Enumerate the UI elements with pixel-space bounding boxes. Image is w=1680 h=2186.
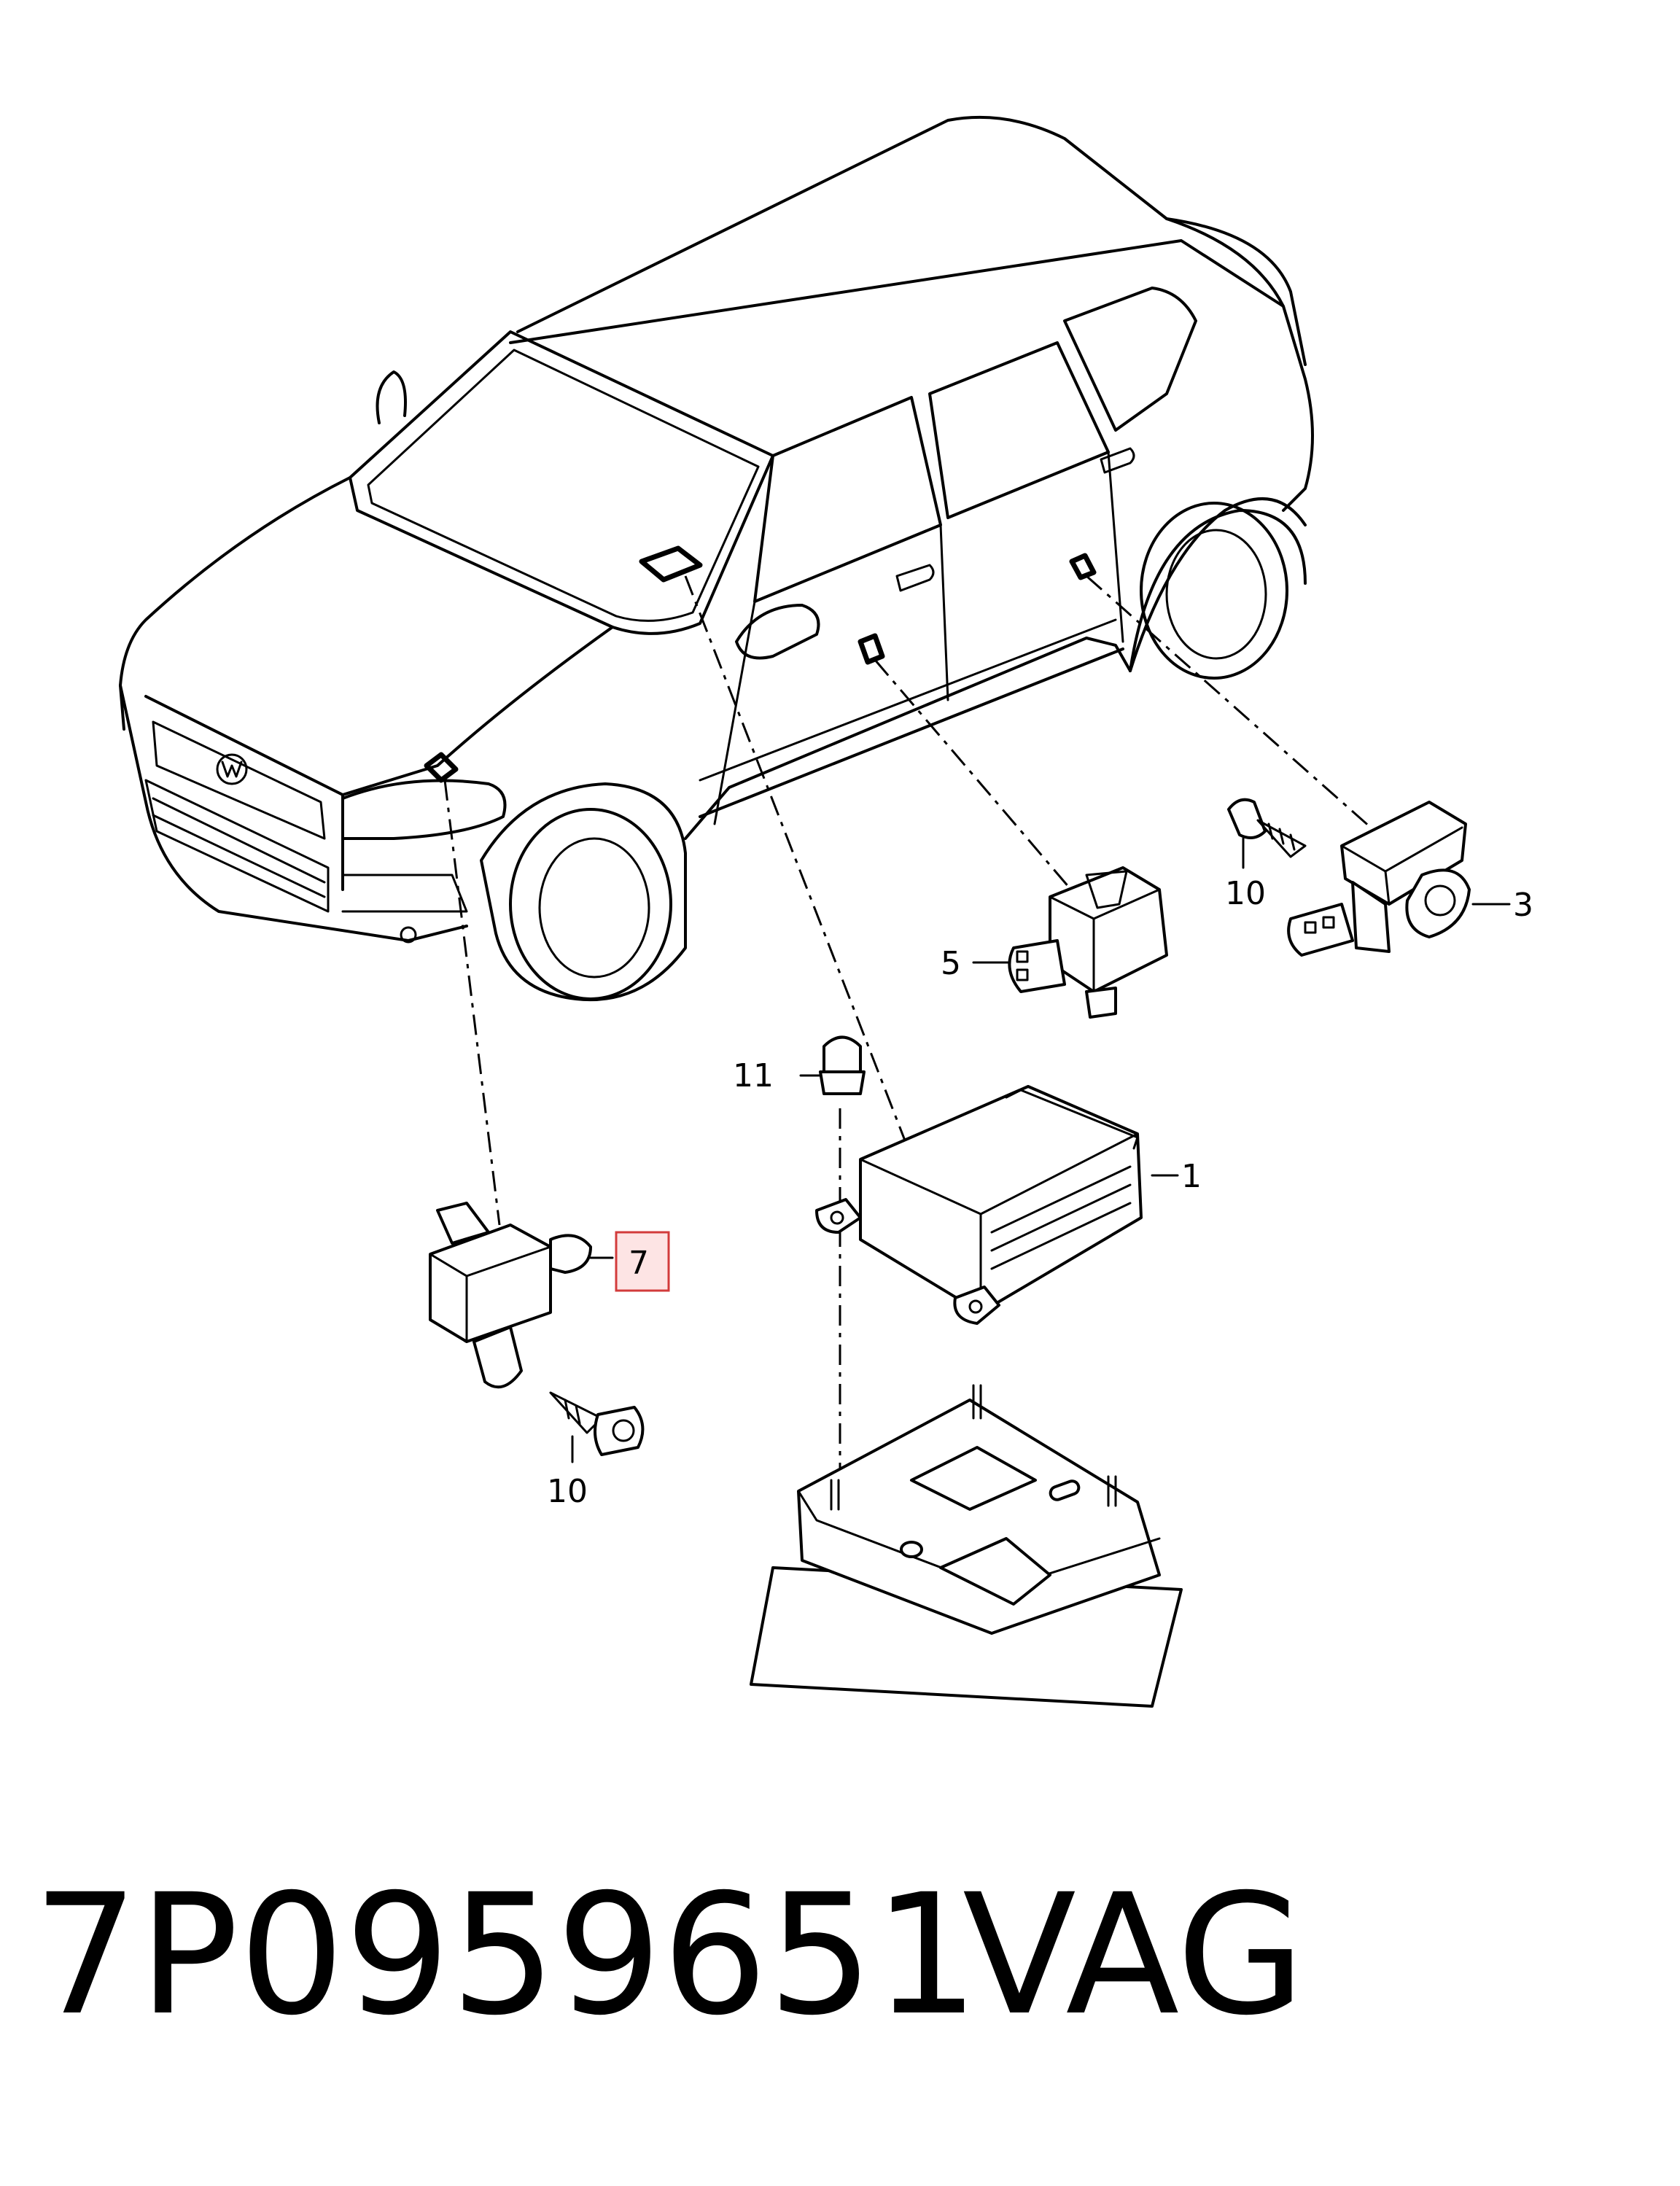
callout-1: 1 <box>1181 1158 1202 1195</box>
callout-10-left: 10 <box>547 1473 588 1510</box>
brand-label: VAG <box>962 1858 1305 2052</box>
callout-3: 3 <box>1513 887 1533 924</box>
sensor-part-5 <box>972 866 1168 1019</box>
mounting-bracket <box>750 1384 1183 1708</box>
car-illustration <box>119 115 1314 1002</box>
sensor-part-7 <box>429 1202 614 1389</box>
callout-11: 11 <box>733 1057 774 1094</box>
callout-10-right: 10 <box>1225 875 1266 912</box>
callout-5: 5 <box>941 945 961 982</box>
leader-lines <box>443 575 1372 1524</box>
part-number: 7P0959651 <box>33 1858 979 2052</box>
callout-7: 7 <box>629 1245 649 1282</box>
screw-part-10-left <box>549 1391 645 1463</box>
sensor-part-3 <box>1287 801 1511 957</box>
screw-part-10-right <box>1227 798 1307 869</box>
nut-part-11 <box>799 1035 866 1095</box>
location-markers <box>424 545 1097 783</box>
control-unit-part-1 <box>815 1085 1143 1325</box>
highlight-box <box>615 1231 670 1292</box>
